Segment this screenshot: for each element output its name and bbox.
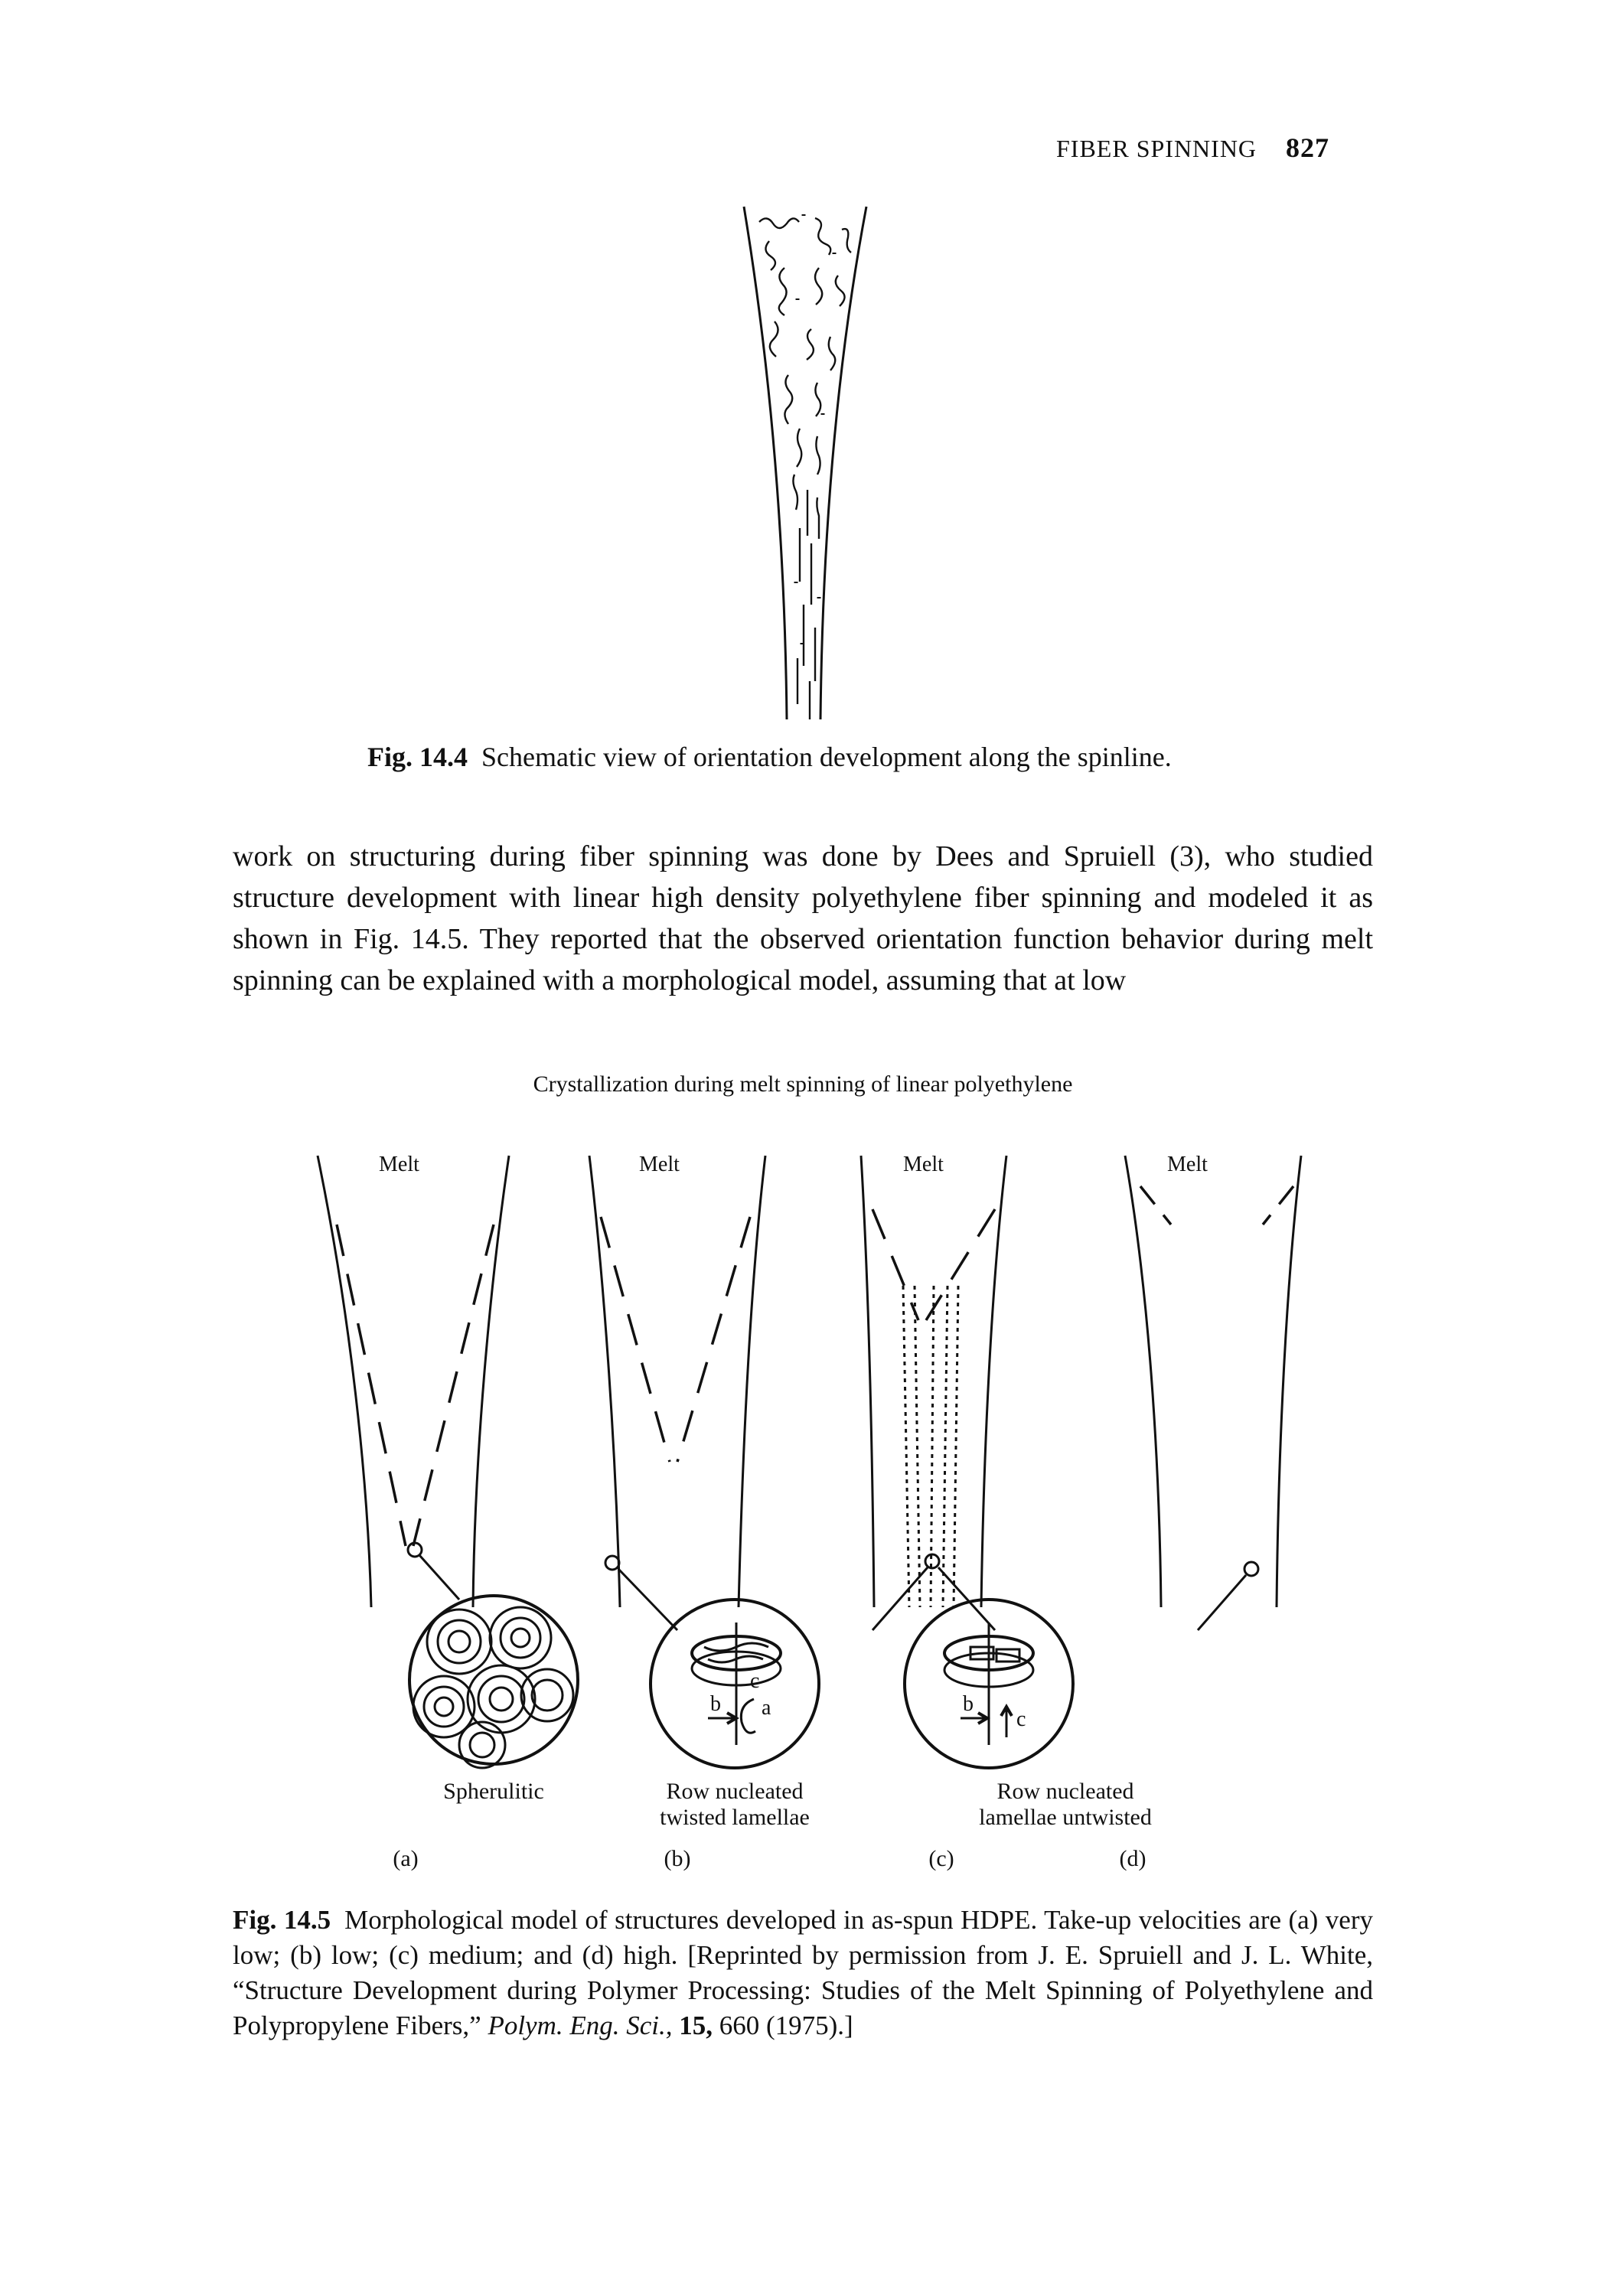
body-paragraph: work on structuring during fiber spinnin… — [233, 840, 1373, 996]
panel-d-letter: (d) — [1120, 1846, 1146, 1871]
figure-14-4-caption: Fig. 14.4 Schematic view of orientation d… — [367, 741, 1362, 773]
figure-14-5-title: Crystallization during melt spinning of … — [533, 1071, 1073, 1097]
row-nuclei — [902, 1285, 960, 1608]
page-number: 827 — [1286, 132, 1330, 163]
axis-b-label-untwisted: b — [963, 1692, 974, 1716]
untwisted-lamellae-label-line1: Row nucleated — [996, 1779, 1133, 1804]
twisted-lamellae-structure — [649, 1598, 820, 1769]
chain-dots — [794, 214, 837, 644]
figure-14-5-morphology-diagram: Melt Melt Melt Melt b c a b c Spheruliti… — [316, 1153, 1303, 1871]
panel-b-spinline — [588, 1155, 767, 1632]
spherulitic-label: Spherulitic — [443, 1779, 544, 1804]
journal-pages-year: 660 (1975).] — [719, 2011, 853, 2040]
journal-name: Polym. Eng. Sci., — [488, 2011, 673, 2040]
panel-b-letter: (b) — [664, 1846, 691, 1871]
untwisted-lamellae-structure — [903, 1598, 1075, 1769]
journal-volume: 15, — [679, 2011, 713, 2040]
figure-14-5-label: Fig. 14.5 — [233, 1905, 331, 1935]
axis-a-label-twisted: a — [762, 1696, 771, 1720]
axis-b-label-twisted: b — [710, 1692, 721, 1716]
panel-a-spinline — [316, 1155, 510, 1608]
section-title: FIBER SPINNING — [1056, 135, 1257, 162]
panel-c-letter: (c) — [928, 1846, 954, 1871]
twisted-lamellae-label-line2: twisted lamellae — [660, 1805, 810, 1830]
molecular-chains — [758, 217, 852, 719]
panel-d-melt-label: Melt — [1167, 1153, 1208, 1176]
axis-c-label-twisted: c — [750, 1669, 759, 1693]
panel-c-melt-label: Melt — [903, 1153, 944, 1176]
figure-14-4-caption-text: Schematic view of orientation developmen… — [481, 742, 1172, 772]
axis-c-label-untwisted: c — [1016, 1707, 1026, 1731]
twisted-lamellae-label-line1: Row nucleated — [666, 1779, 803, 1804]
spherulitic-structure — [408, 1594, 579, 1769]
spinline-left-wall — [742, 206, 788, 720]
untwisted-lamellae-label-line2: lamellae untwisted — [979, 1805, 1152, 1830]
figure-14-4-label: Fig. 14.4 — [367, 742, 468, 772]
panel-a-letter: (a) — [393, 1846, 418, 1871]
panel-c-spinline — [859, 1155, 1008, 1632]
panel-b-melt-label: Melt — [639, 1153, 680, 1176]
panel-a-melt-label: Melt — [379, 1153, 419, 1176]
running-head: FIBER SPINNING 827 — [1056, 132, 1329, 164]
panel-d-spinline — [1124, 1155, 1303, 1631]
spinline-right-wall — [819, 206, 868, 720]
figure-14-4-spinline-diagram — [742, 206, 868, 720]
figure-14-5-caption-text: Morphological model of structures develo… — [233, 1905, 1373, 2040]
